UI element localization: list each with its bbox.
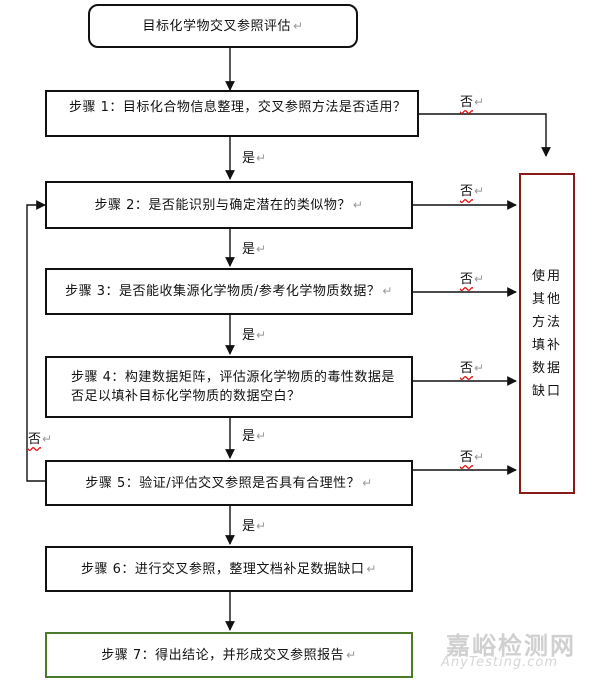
start-text: 目标化学物交叉参照评估↵: [142, 18, 304, 34]
no-label-1: 否↵: [460, 95, 485, 110]
no-label-5: 否↵: [460, 450, 485, 465]
yes-label-5: 是↵: [242, 519, 267, 534]
step-1-text: 步骤 1：目标化合物信息整理，交叉参照方法是否适用？: [69, 100, 407, 115]
step-6-box: 步骤 6：进行交叉参照，整理文档补足数据缺口↵: [45, 546, 413, 592]
step-3-box: 步骤 3：是否能收集源化学物质/参考化学物质数据？↵: [45, 268, 413, 315]
yes-label-1: 是↵: [242, 151, 267, 166]
yes-label-2: 是↵: [242, 242, 267, 257]
step-4-text: 步骤 4：构建数据矩阵，评估源化学物质的毒性数据是否足以填补目标化学物质的数据空…: [71, 370, 395, 404]
no-label-3: 否↵: [460, 272, 485, 287]
watermark-cn: 嘉峪检测网: [446, 632, 576, 660]
side-box-fill-gap: 使用其他方法填补数据缺口: [519, 173, 575, 494]
yes-label-3: 是↵: [242, 328, 267, 343]
step-2-box: 步骤 2：是否能识别与确定潜在的类似物？↵: [45, 181, 413, 229]
step-7-box: 步骤 7：得出结论，并形成交叉参照报告↵: [45, 632, 413, 678]
step-1-box: 步骤 1：目标化合物信息整理，交叉参照方法是否适用？: [45, 90, 419, 137]
step-3-text: 步骤 3：是否能收集源化学物质/参考化学物质数据？↵: [65, 284, 393, 299]
watermark-en: AnyTesting.com: [441, 655, 559, 670]
no-label-2: 否↵: [460, 184, 485, 199]
yes-label-4: 是↵: [242, 429, 267, 444]
no-label-loop: 否↵: [28, 432, 53, 447]
no-label-4: 否↵: [460, 361, 485, 376]
step-4-box: 步骤 4：构建数据矩阵，评估源化学物质的毒性数据是否足以填补目标化学物质的数据空…: [45, 356, 413, 418]
side-box-text: 使用其他方法填补数据缺口: [531, 268, 562, 399]
arrow-step5-loop-step2: [26, 200, 47, 482]
step-2-text: 步骤 2：是否能识别与确定潜在的类似物？↵: [94, 197, 364, 213]
step-7-text: 步骤 7：得出结论，并形成交叉参照报告↵: [101, 647, 357, 663]
step-5-box: 步骤 5：验证/评估交叉参照是否具有合理性？↵: [45, 460, 413, 506]
start-box: 目标化学物交叉参照评估↵: [88, 4, 358, 48]
step-5-text: 步骤 5：验证/评估交叉参照是否具有合理性？↵: [85, 475, 373, 491]
arrow-step1-no: [419, 113, 551, 157]
step-6-text: 步骤 6：进行交叉参照，整理文档补足数据缺口↵: [81, 561, 377, 577]
